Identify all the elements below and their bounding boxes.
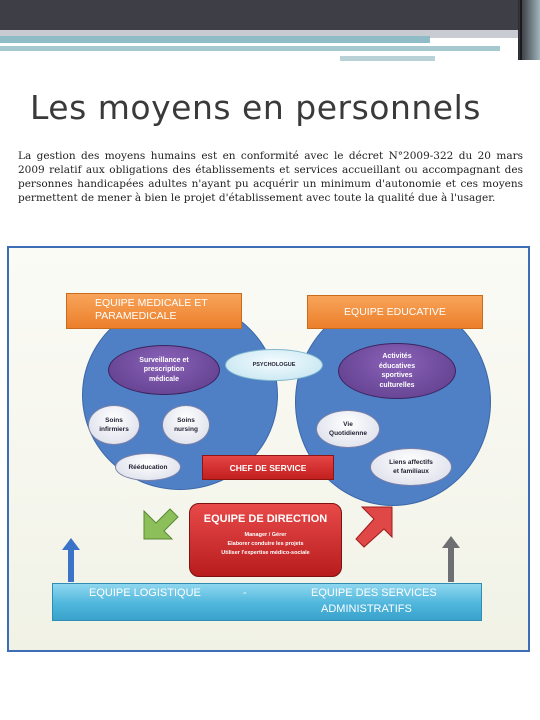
oval-text: sportives [381,372,413,379]
reeducation-oval: Rééducation [115,453,181,481]
oval-text: éducatives [378,362,416,370]
blue-up-arrow-icon [62,538,80,582]
vie-quotidienne-oval: Vie Quotidienne [316,410,380,448]
oval-text: Vie [343,421,353,428]
educative-team-header: EQUIPE EDUCATIVE [307,295,483,329]
medical-team-header: EQUIPE MEDICALE ET PARAMEDICALE [66,293,242,329]
chef-de-service-box: CHEF DE SERVICE [202,455,334,480]
direction-line: Elaborer conduire les projets [227,541,304,547]
gray-up-arrow-icon [442,536,460,582]
services-admin-label-1: EQUIPE DES SERVICES [311,587,437,599]
header-stripe [0,30,540,38]
oval-text: prescription [143,366,185,374]
green-arrow-icon [143,508,179,540]
psychologue-oval: PSYCHOLOGUE [225,349,323,381]
oval-text: Liens affectifs [389,459,433,466]
header-stripe [340,56,435,61]
services-admin-label-2: ADMINISTRATIFS [321,603,412,615]
activites-oval: Activités éducatives sportives culturell… [338,343,456,399]
soins-infirmiers-oval: Soins infirmiers [88,405,140,445]
oval-text: médicale [149,375,179,383]
header-corner [518,0,540,60]
header-divider [520,0,522,60]
red-arrow-icon [355,506,393,548]
oval-text: et familiaux [393,468,429,475]
liens-oval: Liens affectifs et familiaux [370,448,452,486]
slide-title: Les moyens en personnels [30,88,481,127]
direction-line: Manager / Gérer [244,532,287,538]
oval-text: Soins [105,417,123,424]
oval-text: culturelles [379,381,415,389]
header-stripe [0,46,500,51]
slide-body-text: La gestion des moyens humains est en con… [18,150,523,204]
oval-text: nursing [174,426,198,433]
medical-title-line1: EQUIPE MEDICALE ET [95,297,208,309]
header-stripe [0,36,430,43]
soins-nursing-oval: Soins nursing [162,405,210,445]
direction-team-box: EQUIPE DE DIRECTION Manager / Gérer Elab… [189,503,342,577]
band-separator: - [243,587,247,599]
oval-text: infirmiers [99,426,129,433]
surveillance-oval: Surveillance et prescription médicale [108,345,220,395]
support-teams-band: EQUIPE LOGISTIQUE - EQUIPE DES SERVICES … [52,583,482,621]
oval-text: Quotidienne [329,430,367,437]
oval-text: Activités [382,353,412,360]
oval-text: Soins [177,417,195,424]
direction-line: Utiliser l'expertise médico-sociale [221,550,310,556]
header-bar [0,0,540,30]
oval-text: Surveillance et [139,356,189,364]
oval-text: Rééducation [128,463,168,471]
equipe-logistique-label: EQUIPE LOGISTIQUE [89,587,201,599]
medical-title-line2: PARAMEDICALE [95,310,177,322]
direction-title: EQUIPE DE DIRECTION [203,513,328,525]
